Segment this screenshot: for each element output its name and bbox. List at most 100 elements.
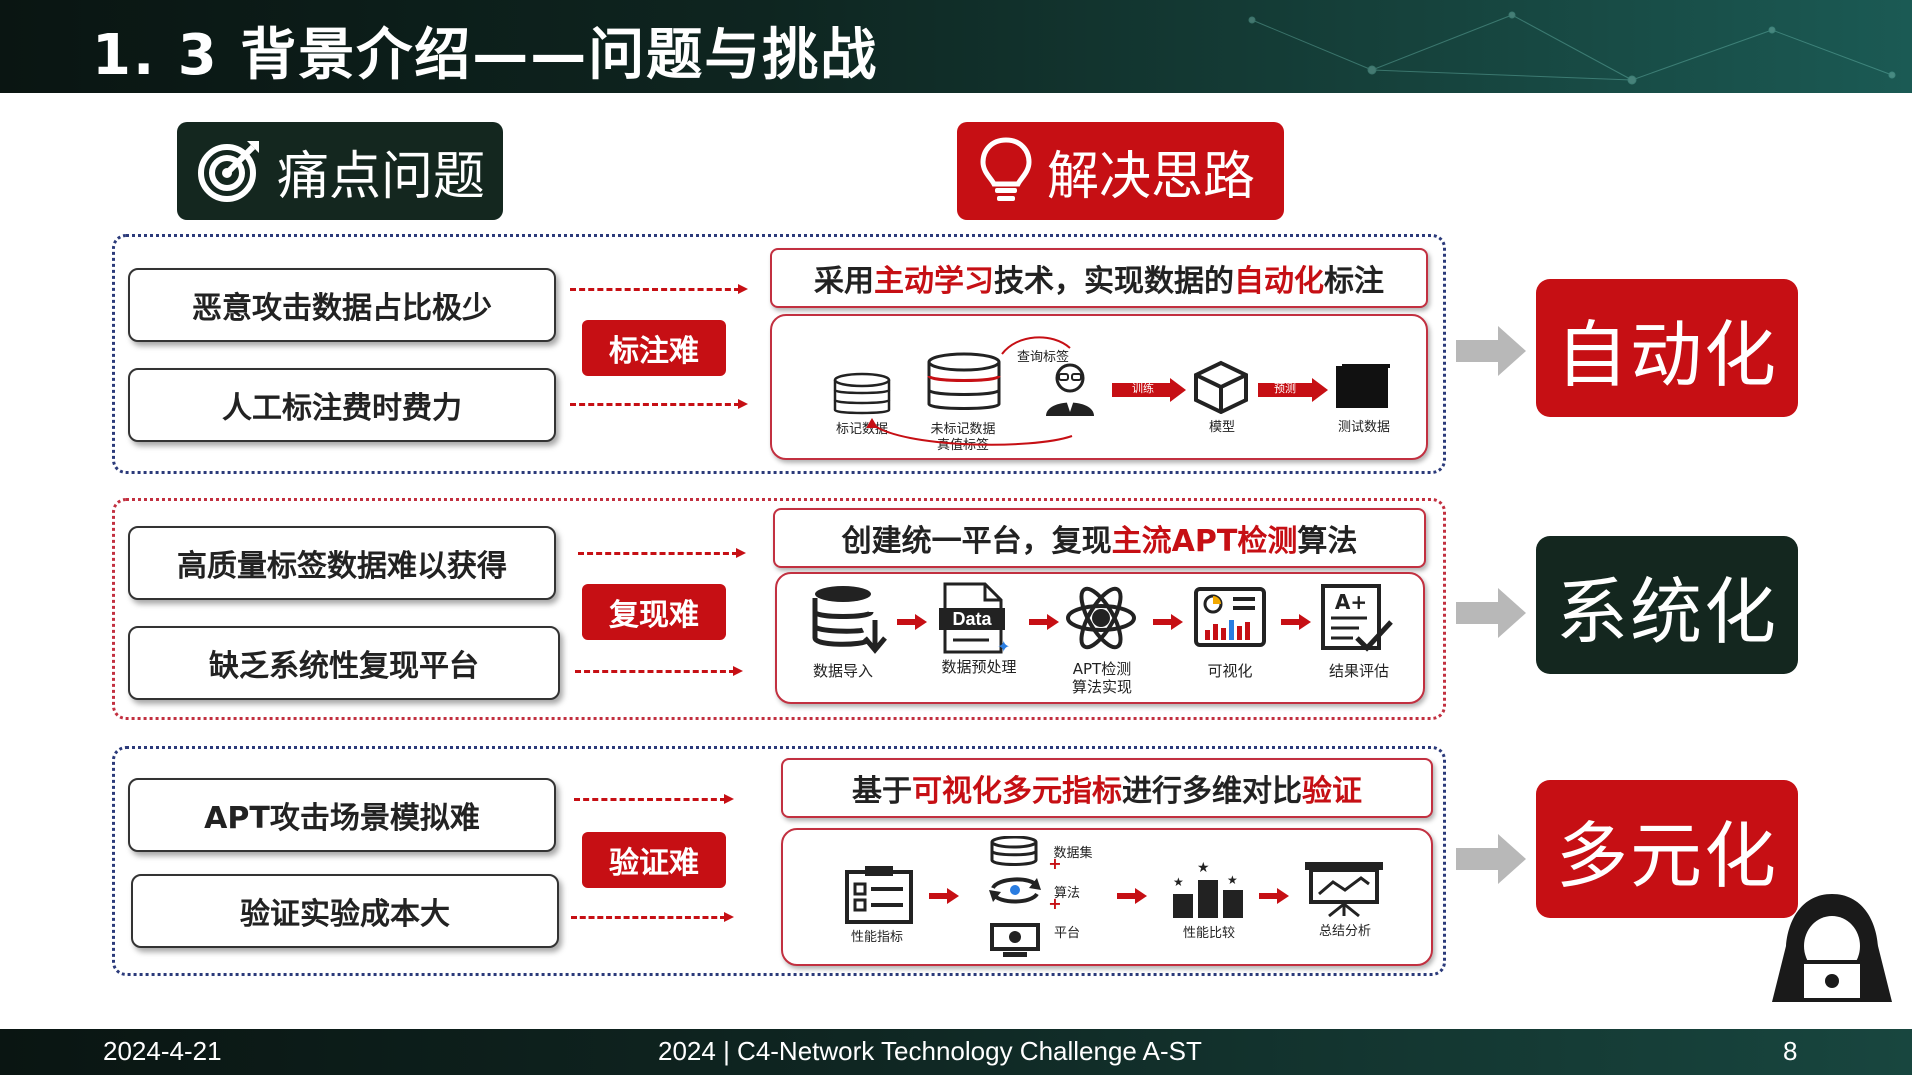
headline-part: 基于 [852, 774, 912, 809]
algorithm-label: 算法 [1053, 886, 1080, 901]
problem-box: APT攻击场景模拟难 [128, 778, 556, 852]
evaluation-icon: A+ [1319, 582, 1395, 654]
plus-icon: + [1048, 894, 1062, 913]
file-shape-icon: ✦ [939, 582, 1010, 656]
slide-footer: 2024-4-21 2024 | C4-Network Technology C… [0, 1029, 1912, 1075]
result-systematization: 系统化 [1536, 536, 1798, 674]
solutions-label: 解决思路 [1047, 146, 1256, 207]
preprocess-label: 数据预处理 [941, 658, 1017, 676]
database-icon [833, 372, 891, 415]
headline-highlight: 主动学习 [874, 264, 994, 299]
footer-event: 2024 | C4-Network Technology Challenge A… [658, 1036, 1202, 1066]
red-arrow-icon [897, 614, 927, 630]
evaluation-label: 结果评估 [1328, 662, 1389, 680]
metrics-label: 性能指标 [850, 930, 903, 945]
dashed-arrow [570, 284, 748, 294]
red-arrow-icon [1117, 888, 1147, 904]
pain-points-badge: 痛点问题 [177, 122, 503, 220]
solution-headline: 采用主动学习技术，实现数据的自动化标注 [770, 248, 1428, 308]
dashed-arrow [575, 666, 743, 676]
page-number: 8 [1783, 1036, 1798, 1066]
result-arrow-icon [1456, 326, 1526, 376]
svg-text:★: ★ [1227, 873, 1238, 887]
red-arrow-icon [1259, 888, 1289, 904]
plus-icon: + [1048, 854, 1062, 873]
headline-part: 采用 [814, 264, 874, 299]
headline-part: 技术，实现数据的 [994, 264, 1234, 299]
dashed-arrow [574, 794, 734, 804]
red-arrow-icon [1029, 614, 1059, 630]
dashed-arrow [571, 912, 734, 922]
query-label: 查询标签 [1016, 350, 1069, 365]
podium-icon: ★ ★ ★ [1173, 860, 1243, 918]
headline-part: 标注 [1324, 264, 1384, 299]
data-import-label: 数据导入 [812, 662, 873, 680]
data-file-icon: ✦ Data [937, 582, 1010, 656]
test-data-label: 测试数据 [1337, 420, 1390, 435]
slide-header: 1. 3 背景介绍——问题与挑战 [0, 0, 1912, 93]
result-arrow-icon [1456, 588, 1526, 638]
page-title: 1. 3 背景介绍——问题与挑战 [92, 23, 879, 88]
headline-part: 算法 [1297, 524, 1358, 559]
problem-box: 人工标注费时费力 [128, 368, 556, 442]
visualization-label: 可视化 [1207, 662, 1253, 680]
apt-algo-label-1: APT检测 [1072, 660, 1132, 678]
challenge-tag: 复现难 [582, 584, 726, 640]
dataset-label: 数据集 [1053, 846, 1093, 861]
train-label: 训练 [1132, 382, 1154, 395]
result-automation: 自动化 [1536, 279, 1798, 417]
target-icon [198, 141, 259, 202]
presentation-board-icon [1305, 862, 1383, 918]
problem-box: 高质量标签数据难以获得 [128, 526, 556, 600]
database-icon [927, 352, 1001, 410]
result-diversification: 多元化 [1536, 780, 1798, 918]
annotator-icon [1046, 363, 1094, 416]
problem-box: 恶意攻击数据占比极少 [128, 268, 556, 342]
database-import-icon [812, 586, 887, 654]
active-learning-flow: 标记数据 未标记数据 真值标签 查询标签 训练 模型 预测 [770, 314, 1428, 460]
problem-box: 缺乏系统性复现平台 [128, 626, 560, 700]
section-frame-verification [112, 746, 1446, 976]
headline-part: 创建统一平台，复现 [841, 524, 1112, 559]
atom-icon [1066, 586, 1136, 650]
dashed-arrow [578, 548, 746, 558]
red-arrow-icon [1281, 614, 1311, 630]
unlabeled-data-label: 未标记数据 [930, 422, 996, 437]
headline-part: 进行多维对比 [1122, 774, 1302, 809]
dashed-arrow [570, 399, 748, 409]
verification-flow: 性能指标 数据集 + 算法 + 平台 ★ ★ ★ 性能比较 [781, 828, 1433, 966]
headline-highlight: 主流APT检测 [1111, 524, 1298, 559]
pain-points-label: 痛点问题 [277, 146, 486, 207]
true-label-label: 真值标签 [936, 438, 989, 453]
platform-label: 平台 [1053, 926, 1080, 941]
red-arrow-icon [929, 888, 959, 904]
solution-headline: 基于可视化多元指标进行多维对比验证 [781, 758, 1433, 818]
data-word: Data [952, 609, 992, 629]
model-cube-icon [1194, 360, 1248, 414]
algorithm-cycle-icon [989, 877, 1041, 904]
model-label: 模型 [1208, 420, 1235, 435]
headline-highlight: 可视化多元指标 [912, 774, 1122, 809]
solution-headline: 创建统一平台，复现主流APT检测算法 [773, 508, 1426, 568]
predict-label: 预测 [1274, 382, 1296, 395]
problem-box: 验证实验成本大 [131, 874, 559, 948]
section-frame-labeling [112, 234, 1446, 474]
solutions-badge: 解决思路 [957, 122, 1284, 220]
clipboard-icon [845, 866, 913, 924]
footer-date: 2024-4-21 [103, 1036, 222, 1066]
red-arrow-icon [1153, 614, 1183, 630]
summary-label: 总结分析 [1318, 924, 1371, 939]
platform-monitor-icon [990, 923, 1040, 957]
svg-text:★: ★ [1173, 875, 1184, 889]
loop-arrows-icon [866, 336, 1073, 446]
headline-highlight: 验证 [1302, 774, 1362, 809]
result-arrow-icon [1456, 834, 1526, 884]
dataset-icon [990, 836, 1038, 866]
compare-label: 性能比较 [1182, 926, 1235, 941]
train-arrow-icon [1112, 378, 1186, 402]
predict-arrow-icon [1258, 378, 1328, 402]
grade-text: A+ [1334, 590, 1368, 614]
network-pattern-icon [1248, 11, 1896, 85]
svg-text:✦: ✦ [997, 637, 1009, 654]
test-data-icon [1336, 364, 1390, 408]
